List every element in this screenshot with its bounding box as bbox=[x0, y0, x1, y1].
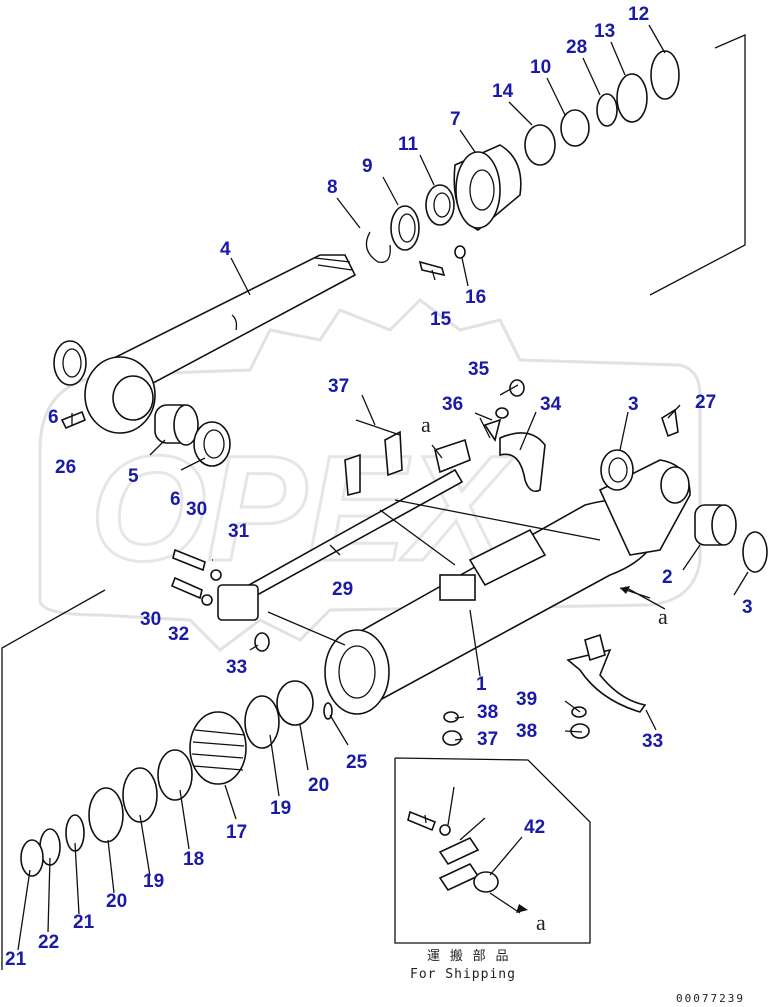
part-label-39: 42 bbox=[524, 817, 545, 838]
part-label-30a: 31 bbox=[228, 521, 250, 542]
part-label-6b: 6 bbox=[170, 489, 181, 510]
document-number: 00077239 bbox=[676, 992, 745, 1005]
part-label-9: 9 bbox=[362, 156, 373, 177]
part-label-28: 30 bbox=[186, 499, 207, 520]
part-label-26: 28 bbox=[566, 37, 587, 58]
part-label-10: 10 bbox=[530, 57, 551, 78]
piston-rod bbox=[84, 254, 357, 434]
part-label-22: 22 bbox=[38, 932, 59, 953]
part-label-5: 5 bbox=[128, 466, 139, 487]
annotation-a-right: a bbox=[658, 604, 668, 629]
frame-lines bbox=[1, 34, 746, 970]
part-label-21a: 21 bbox=[73, 912, 95, 933]
part-label-11: 11 bbox=[398, 134, 419, 155]
part-label-6a: 6 bbox=[48, 407, 59, 428]
part-label-19a: 19 bbox=[270, 798, 291, 819]
part-label-12: 12 bbox=[628, 4, 649, 25]
part-label-38a: 38 bbox=[477, 702, 498, 723]
part-label-23: 25 bbox=[346, 752, 368, 773]
arrow-a-top bbox=[431, 444, 443, 459]
part-label-3a: 3 bbox=[628, 394, 639, 415]
part-label-2: 2 bbox=[662, 567, 673, 588]
washers-nuts bbox=[323, 702, 590, 746]
annotations: a a a bbox=[421, 412, 668, 935]
part-label-38b: 39 bbox=[516, 689, 537, 710]
shipping-caption-jp: 運 搬 部 品 bbox=[427, 949, 509, 964]
part-label-33: 34 bbox=[540, 394, 562, 415]
part-label-21b: 21 bbox=[5, 949, 27, 970]
part-label-37a: 37 bbox=[477, 729, 498, 750]
annotation-a-ship: a bbox=[536, 910, 546, 935]
part-label-1: 1 bbox=[476, 674, 487, 695]
part-label-20b: 20 bbox=[106, 891, 127, 912]
shipping-parts bbox=[407, 810, 499, 893]
part-label-34: 35 bbox=[468, 359, 490, 380]
part-label-8: 8 bbox=[327, 177, 338, 198]
part-label-7: 7 bbox=[450, 109, 461, 130]
part-label-24: 26 bbox=[55, 457, 76, 478]
part-label-30b: 32 bbox=[168, 624, 189, 645]
part-label-29: 30 bbox=[140, 609, 161, 630]
part-label-20a: 20 bbox=[308, 775, 329, 796]
bottom-bushings bbox=[600, 408, 768, 573]
part-label-3b: 3 bbox=[742, 597, 753, 618]
part-label-18: 18 bbox=[183, 849, 204, 870]
part-label-13: 13 bbox=[594, 21, 615, 42]
part-label-32: 33 bbox=[642, 731, 663, 752]
flange-bolts bbox=[170, 548, 270, 652]
part-label-35: 36 bbox=[442, 394, 463, 415]
part-labels: 4 8 9 11 7 14 10 28 13 12 15 16 6 26 5 6… bbox=[5, 4, 753, 970]
bracket bbox=[566, 633, 647, 713]
rod-bushings bbox=[53, 340, 231, 467]
part-label-15: 15 bbox=[430, 309, 452, 330]
part-label-19b: 19 bbox=[143, 871, 164, 892]
part-label-27: 29 bbox=[332, 579, 353, 600]
part-label-25: 27 bbox=[695, 392, 716, 413]
shipping-caption-en: For Shipping bbox=[410, 967, 516, 982]
annotation-a-top: a bbox=[421, 412, 431, 437]
part-label-36: 37 bbox=[328, 376, 349, 397]
piston-assembly bbox=[20, 680, 314, 877]
part-label-14: 14 bbox=[492, 81, 514, 102]
part-label-17: 17 bbox=[226, 822, 247, 843]
part-label-16: 16 bbox=[465, 287, 486, 308]
part-label-37b: 38 bbox=[516, 721, 537, 742]
leader-lines bbox=[17, 24, 749, 951]
part-label-31: 33 bbox=[226, 657, 247, 678]
rod-head-parts bbox=[365, 50, 680, 277]
part-label-4: 4 bbox=[220, 239, 231, 260]
